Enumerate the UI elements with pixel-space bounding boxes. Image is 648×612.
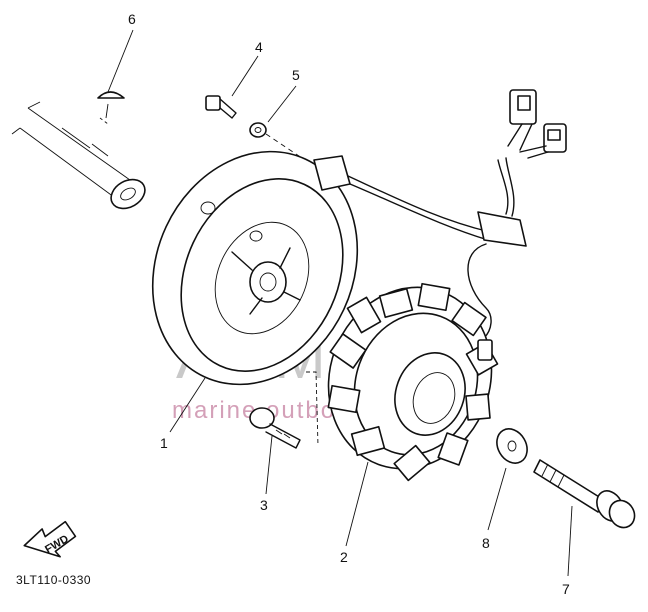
woodruff-key [97, 91, 125, 119]
callout-5: 5 [292, 67, 300, 83]
fwd-arrow: FWD [23, 520, 77, 558]
callout-4: 4 [255, 39, 263, 55]
callout-3: 3 [260, 497, 268, 513]
crankshaft-end [11, 101, 146, 210]
wire-connectors [507, 89, 567, 159]
callout-1: 1 [160, 435, 168, 451]
flywheel-rotor [151, 150, 359, 386]
stator-poles [327, 282, 499, 482]
stator-assembly [327, 282, 499, 482]
callout-7: 7 [562, 581, 570, 597]
leader-lines [107, 29, 573, 577]
pickup-coil-harness [313, 155, 527, 339]
callout-6: 6 [128, 11, 136, 27]
small-bolt [205, 95, 237, 119]
stator-screw [249, 371, 319, 449]
callout-2: 2 [340, 549, 348, 565]
large-washer [496, 428, 528, 464]
callout-8: 8 [482, 535, 490, 551]
callout-numbers: 6 4 5 1 3 2 8 7 [128, 11, 570, 597]
flange-bolt [533, 459, 636, 529]
diagram-code: 3LT110-0330 [16, 573, 91, 587]
